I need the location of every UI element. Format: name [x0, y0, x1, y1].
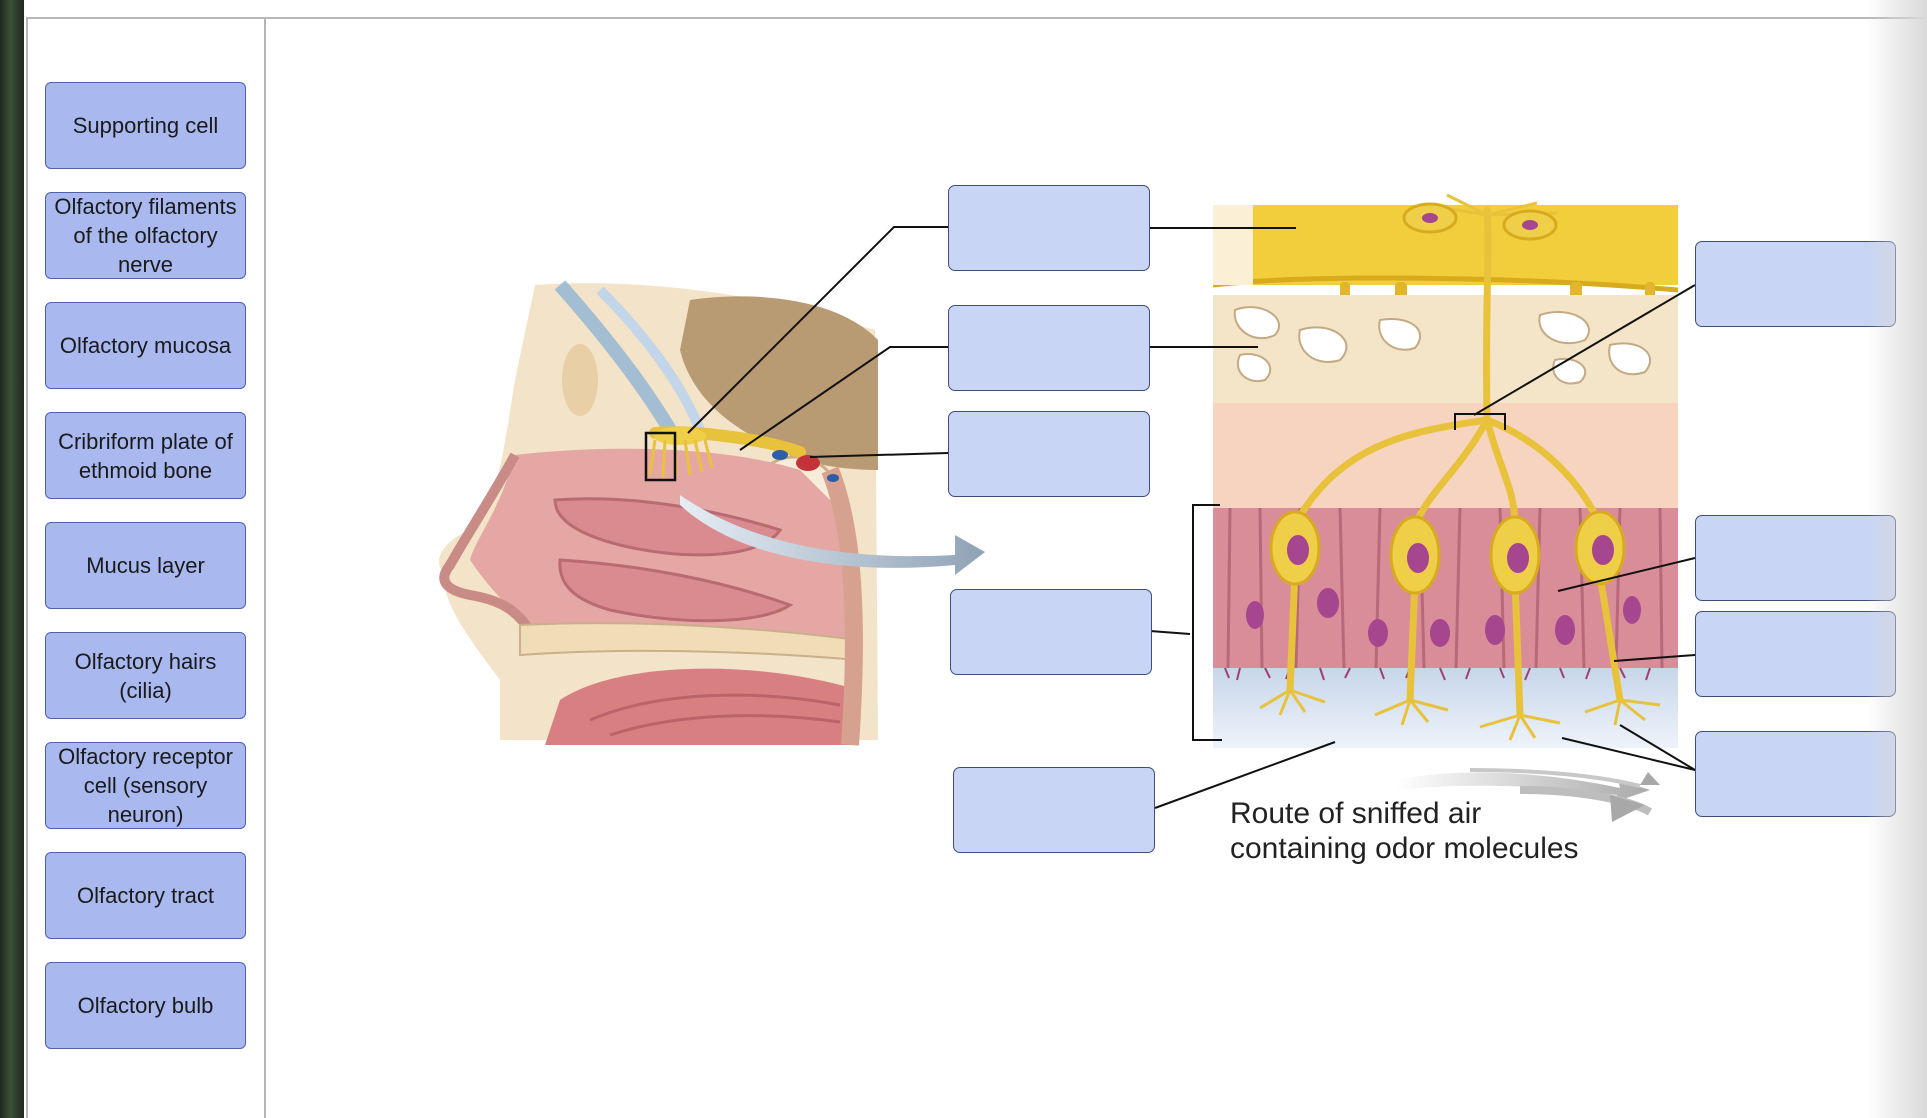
leader-lines — [687, 226, 1696, 809]
term-olfactory-mucosa[interactable]: Olfactory mucosa — [45, 302, 246, 389]
olfactory-epithelium-illustration: Route of sniffed air containing odor mol… — [1212, 193, 1679, 865]
drop-target-5[interactable] — [953, 767, 1155, 853]
desktop-edge — [0, 0, 24, 1118]
term-olfactory-filaments[interactable]: Olfactory filaments of the olfactory ner… — [45, 192, 246, 279]
drop-target-1[interactable] — [948, 185, 1150, 271]
term-olfactory-bulb[interactable]: Olfactory bulb — [45, 962, 246, 1049]
head-section-illustration — [439, 280, 985, 746]
term-label: Mucus layer — [86, 553, 205, 578]
drop-target-7[interactable] — [1695, 515, 1896, 601]
term-label: Cribriform plate of ethmoid bone — [58, 428, 233, 483]
term-supporting-cell[interactable]: Supporting cell — [45, 82, 246, 169]
term-label: Supporting cell — [72, 113, 219, 138]
drop-target-8[interactable] — [1695, 611, 1896, 697]
term-olfactory-hairs[interactable]: Olfactory hairs (cilia) — [45, 632, 246, 719]
term-olfactory-tract[interactable]: Olfactory tract — [45, 852, 246, 939]
term-label: Olfactory hairs (cilia) — [74, 648, 217, 703]
term-label: Olfactory tract — [77, 883, 214, 908]
term-label: Olfactory filaments of the olfactory ner… — [54, 194, 237, 277]
drop-target-3[interactable] — [948, 411, 1150, 497]
term-olfactory-receptor-cell[interactable]: Olfactory receptor cell (sensory neuron) — [45, 742, 246, 829]
term-label: Olfactory mucosa — [59, 333, 232, 358]
drop-target-9[interactable] — [1695, 731, 1896, 817]
term-label: Olfactory bulb — [77, 993, 214, 1018]
caption-line-2: containing odor molecules — [1230, 832, 1579, 865]
drop-target-2[interactable] — [948, 305, 1150, 391]
drop-target-6[interactable] — [1695, 241, 1896, 327]
term-label: Olfactory receptor cell (sensory neuron) — [58, 744, 233, 827]
word-bank: Supporting cell Olfactory filaments of t… — [28, 19, 266, 1118]
term-cribriform-plate[interactable]: Cribriform plate of ethmoid bone — [45, 412, 246, 499]
caption-line-1: Route of sniffed air — [1230, 797, 1481, 830]
term-mucus-layer[interactable]: Mucus layer — [45, 522, 246, 609]
drop-target-4[interactable] — [950, 589, 1152, 675]
